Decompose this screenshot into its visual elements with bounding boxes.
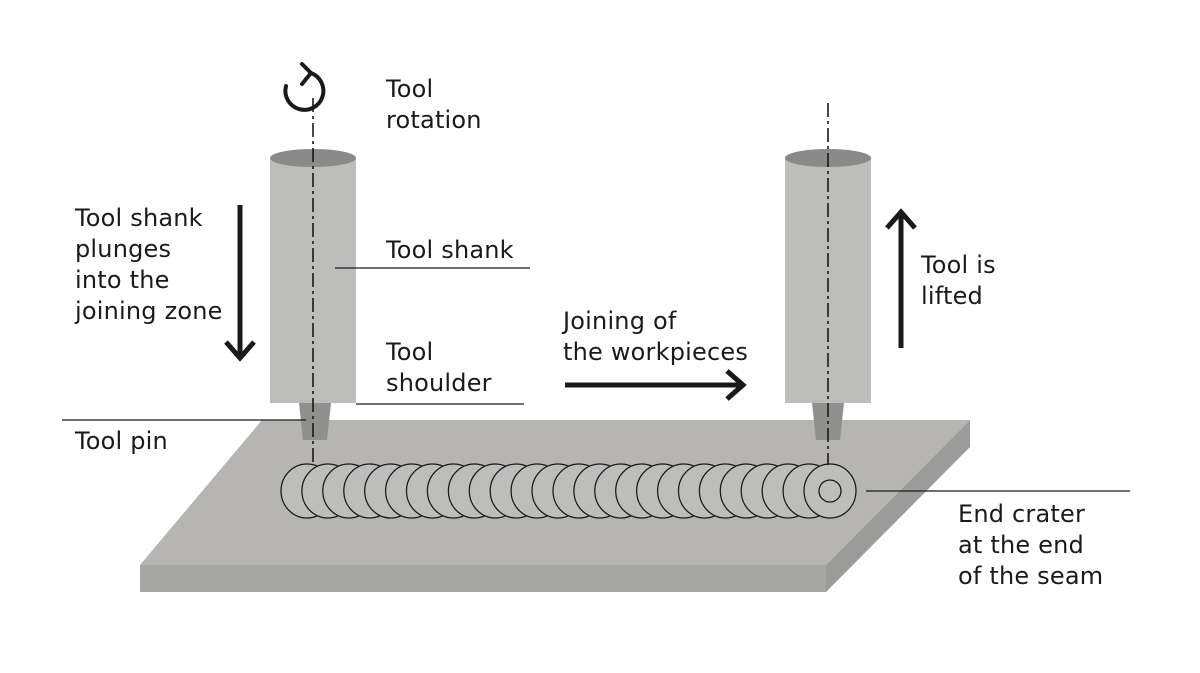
joining-direction-arrow-icon (565, 369, 747, 401)
label-end-crater: End crater at the end of the seam (958, 499, 1103, 592)
label-joining-of-workpieces: Joining of the workpieces (563, 306, 748, 368)
plate-front-face (140, 565, 826, 592)
label-tool-shank: Tool shank (386, 235, 514, 266)
label-line: Tool shank (75, 204, 203, 232)
end-crater-ring (818, 479, 842, 503)
seam-ring (803, 463, 857, 519)
label-tool-shoulder: Tool shoulder (386, 337, 492, 399)
label-line: of the seam (958, 562, 1104, 590)
plunge-arrow-icon (224, 205, 256, 362)
lift-arrow-icon (885, 208, 917, 348)
label-line: Tool is (921, 251, 996, 279)
label-line: Tool (386, 75, 434, 103)
label-line: shoulder (386, 369, 492, 397)
label-tool-pin: Tool pin (75, 426, 168, 457)
left-tool-pin (299, 403, 331, 440)
label-line: rotation (386, 106, 482, 134)
label-line: plunges (75, 235, 172, 263)
label-tool-rotation: Tool rotation (386, 74, 482, 136)
label-tool-is-lifted: Tool is lifted (921, 250, 996, 312)
plate-side-face (826, 420, 970, 592)
label-line: the workpieces (563, 338, 749, 366)
label-line: End crater (958, 500, 1086, 528)
label-line: lifted (921, 282, 983, 310)
label-line: Joining of (563, 307, 677, 335)
label-line: joining zone (75, 297, 223, 325)
label-line: Tool pin (75, 427, 168, 455)
label-line: at the end (958, 531, 1084, 559)
label-line: into the (75, 266, 170, 294)
weld-seam (280, 463, 857, 519)
rotation-arrow-icon (283, 62, 326, 112)
label-tool-shank-plunges: Tool shank plunges into the joining zone (75, 203, 223, 327)
label-line: Tool (386, 338, 434, 366)
label-line: Tool shank (386, 236, 514, 264)
